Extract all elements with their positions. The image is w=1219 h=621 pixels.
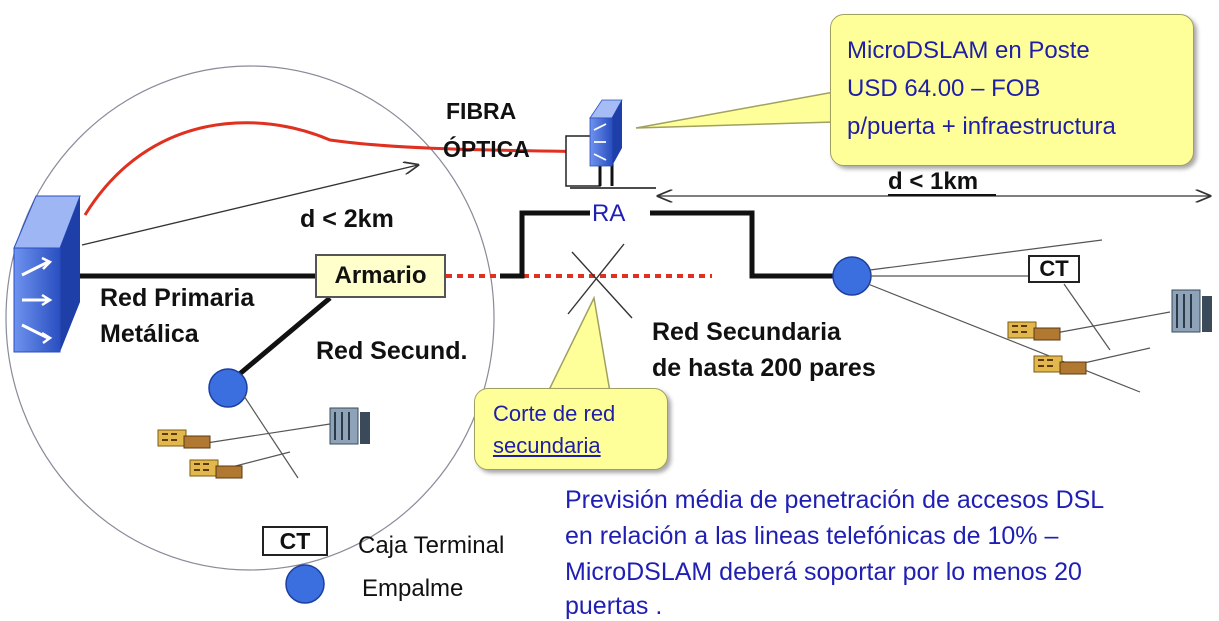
coverage-circle: [5, 65, 495, 571]
house-icon: [1007, 321, 1061, 341]
fiber-line: [83, 121, 601, 216]
note-line-2: en relación a las lineas telefónicas de …: [565, 522, 1059, 550]
metalica-label: Metálica: [100, 320, 199, 348]
optica-label: ÓPTICA: [443, 136, 530, 162]
building-icon: [329, 407, 370, 445]
legend-ct-label: Caja Terminal: [358, 532, 505, 559]
splice-right: [832, 256, 872, 296]
callout-line-1: MicroDSLAM en Poste: [847, 37, 1090, 64]
note-line-4: puertas .: [565, 592, 663, 620]
secondary-line-left: [228, 296, 332, 384]
callout-microdslam: MicroDSLAM en Poste USD 64.00 – FOB p/pu…: [830, 14, 1194, 166]
ra-network-line: [500, 210, 590, 279]
distance-2km-label: d < 2km: [300, 205, 394, 233]
house-icon: [189, 459, 243, 479]
cut-cross: [571, 251, 633, 319]
ct-box-label: CT: [1039, 256, 1069, 281]
note-line-3: MicroDSLAM deberá soportar por lo menos …: [565, 558, 1082, 586]
house-icon: [157, 429, 211, 449]
ct-box: CT: [1028, 255, 1080, 283]
callout-corte-line-2: secundaria: [493, 433, 601, 458]
legend-empalme-icon: [285, 564, 325, 604]
main-dslam-icon: [13, 195, 81, 353]
callout-cut-pointer: [546, 295, 611, 393]
callout-corte-line-1: Corte de red: [493, 401, 616, 426]
legend-empalme-label: Empalme: [362, 575, 464, 602]
distance-arrow-2km: [81, 165, 418, 246]
red-secund-label: Red Secund.: [316, 337, 468, 365]
de-hasta-label: de hasta 200 pares: [652, 354, 876, 382]
callout-line-2: USD 64.00 – FOB: [847, 75, 1041, 102]
legend-ct-symbol-label: CT: [279, 528, 311, 554]
ra-label: RA: [592, 200, 626, 227]
armario-box: Armario: [315, 254, 446, 298]
note-line-1: Previsión média de penetración de acceso…: [565, 486, 1105, 514]
micro-dslam-icon: [589, 99, 623, 167]
legend-ct-symbol: CT: [262, 526, 328, 556]
house-icon: [1033, 355, 1087, 375]
red-primaria-label: Red Primaria: [100, 284, 255, 312]
callout-line-3: p/puerta + infraestructura: [847, 113, 1116, 140]
red-secundaria-label: Red Secundaria: [652, 318, 841, 346]
callout-top-pointer: [635, 91, 835, 129]
building-icon: [1171, 289, 1212, 333]
armario-label: Armario: [334, 262, 427, 289]
callout-corte: Corte de red secundaria: [474, 388, 668, 470]
fibra-label: FIBRA: [446, 98, 517, 124]
ra-network-line-right: [650, 210, 846, 279]
splice-left: [208, 368, 248, 408]
distance-1km-label: d < 1km: [888, 168, 979, 195]
